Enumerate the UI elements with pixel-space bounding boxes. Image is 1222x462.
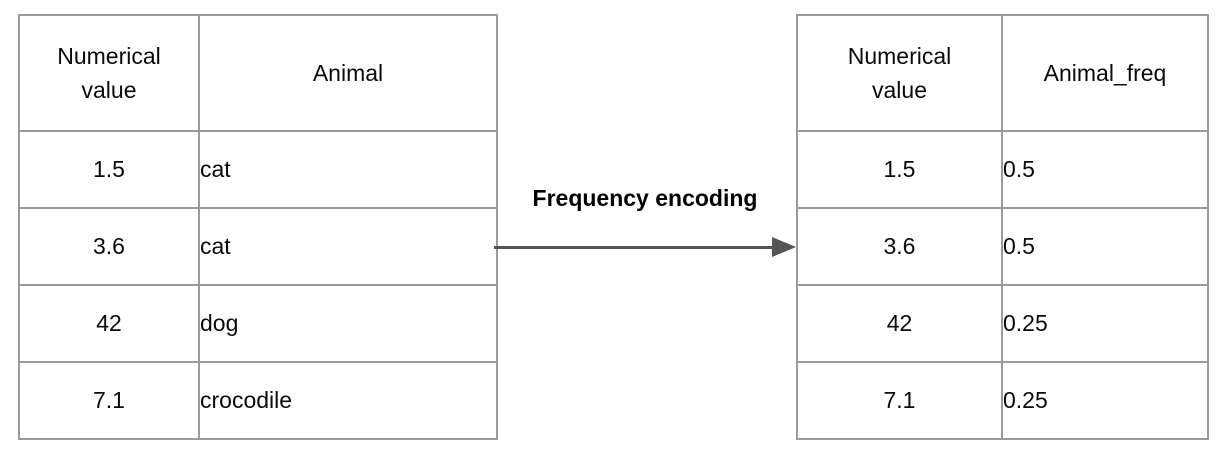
table-row: 42 0.25 <box>796 284 1209 363</box>
table-row: 1.5 cat <box>18 130 498 209</box>
header-label: Animal_freq <box>1043 59 1167 86</box>
arrow-label: Frequency encoding <box>532 185 758 211</box>
cell-numerical-value: 7.1 <box>796 361 1003 440</box>
source-table: Numerical value Animal 1.5 cat 3.6 cat 4… <box>18 14 498 440</box>
cell-animal-freq: 0.5 <box>1001 207 1209 286</box>
table-row: 3.6 cat <box>18 207 498 286</box>
table-header-row: Numerical value Animal <box>18 14 498 132</box>
cell-animal: crocodile <box>198 361 498 440</box>
cell-animal: cat <box>198 130 498 209</box>
header-cell-animal-freq: Animal_freq <box>1001 14 1209 132</box>
table-row: 7.1 0.25 <box>796 361 1209 440</box>
arrow-shaft <box>494 246 774 249</box>
table-row: 42 dog <box>18 284 498 363</box>
cell-numerical-value: 7.1 <box>18 361 200 440</box>
cell-animal: cat <box>198 207 498 286</box>
cell-numerical-value: 42 <box>796 284 1003 363</box>
encoded-table: Numerical value Animal_freq 1.5 0.5 3.6 … <box>796 14 1209 440</box>
cell-animal: dog <box>198 284 498 363</box>
cell-numerical-value: 3.6 <box>18 207 200 286</box>
cell-numerical-value: 3.6 <box>796 207 1003 286</box>
header-label: Numerical value <box>847 42 952 104</box>
header-label: Numerical value <box>57 42 161 104</box>
cell-animal-freq: 0.5 <box>1001 130 1209 209</box>
right-arrow-icon <box>494 237 796 257</box>
header-cell-numerical-value: Numerical value <box>796 14 1003 132</box>
table-header-row: Numerical value Animal_freq <box>796 14 1209 132</box>
transformation-annotation: Frequency encoding <box>494 185 796 260</box>
header-cell-animal: Animal <box>198 14 498 132</box>
cell-numerical-value: 1.5 <box>796 130 1003 209</box>
table-row: 7.1 crocodile <box>18 361 498 440</box>
arrow-head <box>772 237 796 257</box>
table-row: 3.6 0.5 <box>796 207 1209 286</box>
cell-numerical-value: 1.5 <box>18 130 200 209</box>
cell-animal-freq: 0.25 <box>1001 284 1209 363</box>
cell-numerical-value: 42 <box>18 284 200 363</box>
header-cell-numerical-value: Numerical value <box>18 14 200 132</box>
header-label: Animal <box>312 59 384 86</box>
table-row: 1.5 0.5 <box>796 130 1209 209</box>
cell-animal-freq: 0.25 <box>1001 361 1209 440</box>
